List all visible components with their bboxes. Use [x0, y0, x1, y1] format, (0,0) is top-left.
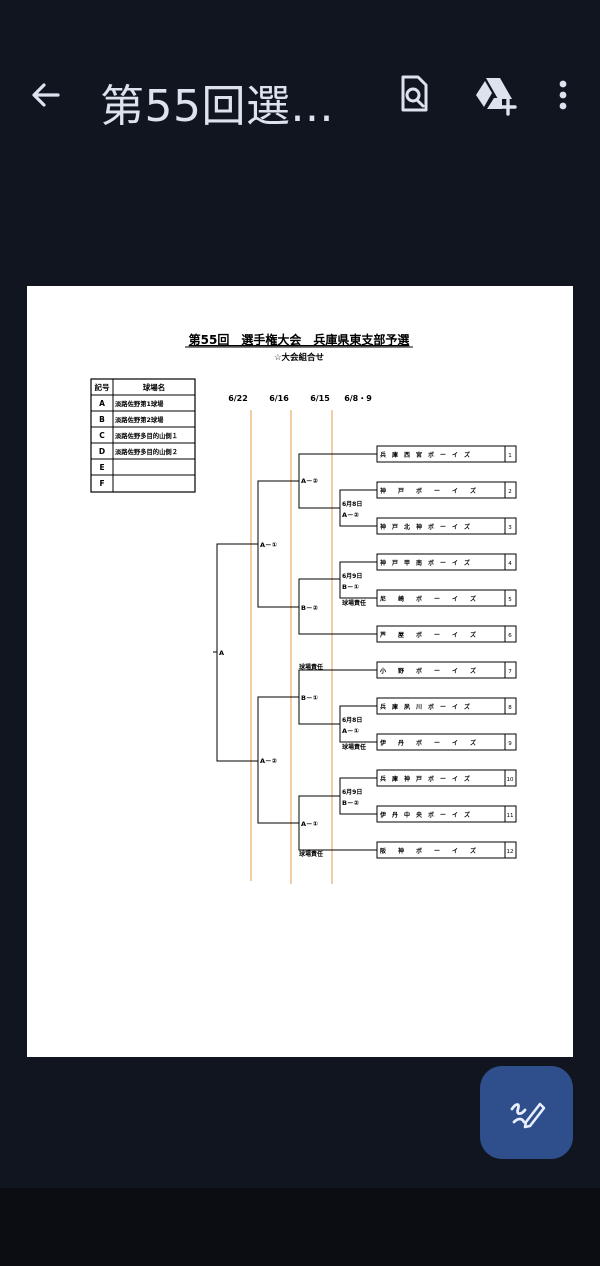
team-name: 神 戸 ボ ー イ ズ	[380, 487, 476, 495]
team-name: 兵 庫 夙 川 ボ ー イ ズ	[380, 703, 470, 711]
venue-table: 記号 球場名 A 淡路佐野第1球場 B 淡路佐野第2球場 C 淡路佐野多目的山側…	[90, 378, 196, 493]
match-date: 6月9日	[342, 572, 362, 580]
match-date: 6月8日	[342, 500, 362, 508]
match-venue: B－②	[301, 604, 318, 612]
bracket-labels: 6月8日 A－② 6月9日 B－① 球場責任 6月8日 A－① 球場責任 6月9…	[219, 477, 366, 858]
team-number: 10	[507, 777, 514, 783]
doc-subtitle: ☆大会組合せ	[274, 352, 325, 363]
match-venue: A－①	[260, 541, 278, 549]
team-name: 小 野 ボ ー イ ズ	[379, 667, 476, 675]
table-cell-code: C	[99, 431, 105, 440]
bracket-lines	[213, 453, 377, 851]
match-venue: A－②	[260, 757, 278, 765]
team-name: 兵 庫 西 宮 ボ ー イ ズ	[380, 451, 470, 459]
team-name: 尼 崎 ボ ー イ ズ	[380, 595, 476, 603]
team-number: 6	[508, 633, 512, 639]
bottom-bar	[0, 1188, 600, 1266]
table-cell-code: F	[99, 479, 104, 488]
bracket-sheet: 第55回 選手権大会 兵庫県東支部予選 ☆大会組合せ 記号 球場名 A 淡路佐野…	[90, 332, 517, 884]
match-venue: A－②	[342, 511, 360, 519]
final-venue: A	[219, 649, 224, 657]
match-date: 6月8日	[342, 716, 362, 724]
team-number: 8	[508, 705, 512, 711]
team-number: 2	[508, 489, 512, 495]
team-name: 芦 屋 ボ ー イ ズ	[380, 631, 476, 639]
team-name: 伊 丹 ボ ー イ ズ	[379, 739, 476, 747]
table-cell-code: D	[99, 447, 105, 456]
round-date: 6/8・9	[344, 394, 372, 403]
pdf-page: 第55回 選手権大会 兵庫県東支部予選 ☆大会組合せ 記号 球場名 A 淡路佐野…	[27, 286, 573, 1057]
more-vert-icon	[559, 80, 567, 110]
add-to-drive-button[interactable]	[472, 72, 518, 116]
round-date: 6/16	[269, 394, 289, 403]
team-list: 兵 庫 西 宮 ボ ー イ ズ 1 神 戸 ボ ー イ ズ 2 神 戸 北 神 …	[376, 445, 517, 859]
team-number: 4	[508, 561, 512, 567]
team-number: 5	[508, 597, 512, 603]
table-cell-venue: 淡路佐野多目的山側１	[115, 431, 178, 440]
match-venue: B－②	[342, 799, 359, 807]
round-date: 6/15	[310, 394, 330, 403]
venue-duty-note: 球場責任	[342, 743, 366, 751]
table-cell-code: A	[99, 399, 105, 408]
document-title: 第55回選...	[100, 81, 334, 132]
team-name: 神 戸 甲 南 ボ ー イ ズ	[380, 559, 470, 567]
table-header-venue: 球場名	[143, 382, 166, 392]
drive-add-icon	[476, 78, 517, 116]
venue-duty-note: 球場責任	[299, 663, 323, 671]
team-name: 阪 神 ボ ー イ ズ	[380, 847, 476, 855]
match-venue: A－②	[301, 477, 319, 485]
team-name: 伊 丹 中 央 ボ ー イ ズ	[379, 811, 470, 819]
arrow-back-icon	[32, 83, 60, 107]
more-options-button[interactable]	[548, 72, 578, 116]
app-bar: 第55回選...	[0, 0, 600, 190]
match-venue: B－①	[301, 694, 318, 702]
pen-scribble-icon	[510, 1102, 546, 1129]
search-document-icon	[401, 75, 428, 112]
table-cell-venue: 淡路佐野第2球場	[115, 415, 164, 424]
match-date: 6月9日	[342, 788, 362, 796]
table-cell-venue: 淡路佐野第1球場	[115, 399, 164, 408]
team-number: 3	[508, 525, 512, 531]
match-venue: B－①	[342, 583, 359, 591]
team-name: 兵 庫 神 戸 ボ ー イ ズ	[380, 775, 470, 783]
match-venue: A－①	[301, 820, 319, 828]
venue-duty-note: 球場責任	[342, 599, 366, 607]
table-cell-venue: 淡路佐野多目的山側２	[115, 447, 178, 456]
round-date: 6/22	[228, 394, 248, 403]
team-name: 神 戸 北 神 ボ ー イ ズ	[380, 523, 470, 531]
doc-title: 第55回 選手権大会 兵庫県東支部予選	[189, 332, 410, 347]
match-venue: A－①	[342, 727, 360, 735]
table-cell-code: B	[99, 415, 105, 424]
team-number: 11	[507, 813, 514, 819]
find-in-document-button[interactable]	[394, 72, 434, 116]
table-cell-code: E	[99, 463, 104, 472]
team-number: 7	[508, 669, 512, 675]
team-number: 12	[507, 849, 514, 855]
back-button[interactable]	[26, 76, 66, 116]
table-header-code: 記号	[95, 382, 110, 392]
venue-duty-note: 球場責任	[299, 850, 323, 858]
team-number: 9	[508, 741, 512, 747]
team-number: 1	[508, 453, 512, 459]
edit-annotate-button[interactable]	[480, 1066, 573, 1159]
